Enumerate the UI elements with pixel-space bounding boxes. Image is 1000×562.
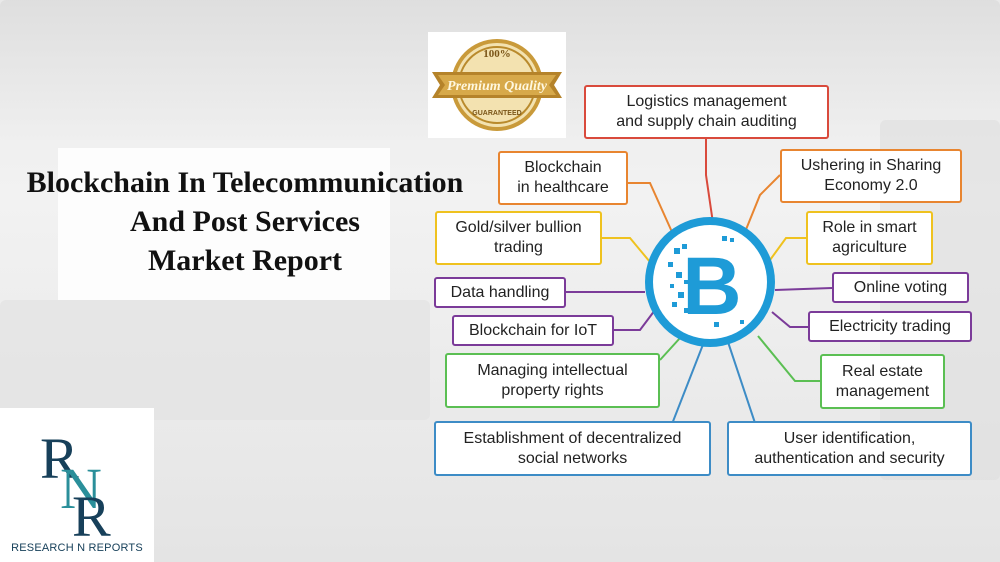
box-data-handling-label: Data handling (450, 283, 550, 301)
box-logistics: Logistics management and supply chain au… (584, 85, 829, 139)
box-electricity-label: Electricity trading (829, 317, 951, 335)
badge-top-text: 100% (483, 48, 511, 60)
connector-healthcare (628, 182, 673, 233)
box-bullion: Gold/silver bullion trading (435, 211, 602, 265)
box-ip-rights-label: Managing intellectual property rights (477, 361, 628, 399)
box-iot-label: Blockchain for IoT (468, 321, 598, 339)
box-logistics-label: Logistics management and supply chain au… (616, 93, 797, 130)
title-line-2: And Post Services (130, 205, 360, 238)
box-healthcare-label: Blockchain in healthcare (517, 159, 609, 196)
box-online-voting-label: Online voting (853, 278, 948, 296)
connector-logistics (705, 138, 715, 231)
badge-middle-text: Premium Quality (447, 79, 548, 94)
connector-social-networks (671, 341, 705, 425)
box-healthcare: Blockchain in healthcare (498, 151, 628, 205)
connector-real-estate (757, 335, 820, 382)
box-bullion-label: Gold/silver bullion trading (455, 219, 582, 256)
connector-electricity (771, 311, 808, 328)
connector-bullion (602, 237, 651, 263)
connector-agriculture (769, 237, 806, 261)
logo-caption: RESEARCH N REPORTS (11, 542, 143, 554)
badge-bottom-text: GUARANTEED (472, 110, 521, 117)
box-data-handling: Data handling (434, 277, 566, 308)
connector-online-voting (774, 287, 833, 291)
box-sharing-economy-label: Ushering in Sharing Economy 2.0 (800, 157, 942, 194)
connector-ip-rights (659, 337, 681, 361)
background-blur-left (0, 300, 430, 420)
title-line-1: Blockchain In Telecommunication (26, 166, 464, 199)
svg-text:N: N (60, 456, 102, 521)
box-social-networks: Establishment of decentralized social ne… (434, 421, 711, 476)
box-social-networks-label: Establishment of decentralized social ne… (463, 429, 682, 467)
box-user-identification: User identification, authentication and … (727, 421, 972, 476)
box-iot: Blockchain for IoT (452, 315, 614, 346)
report-title: Blockchain In Telecommunication And Post… (0, 163, 490, 280)
box-ip-rights: Managing intellectual property rights (445, 353, 660, 408)
hub: B (645, 217, 775, 347)
box-user-identification-label: User identification, authentication and … (754, 429, 945, 467)
research-n-reports-logo: R N R RESEARCH N REPORTS (0, 408, 154, 562)
premium-quality-badge: 100% Premium Quality GUARANTEED (428, 32, 566, 138)
badge-seal-icon: 100% Premium Quality GUARANTEED (432, 39, 562, 131)
bitcoin-icon (668, 236, 744, 327)
box-electricity: Electricity trading (808, 311, 972, 342)
title-panel (58, 148, 390, 300)
title-line-3: Market Report (147, 244, 343, 277)
connector-user-identification (727, 341, 756, 424)
box-sharing-economy: Ushering in Sharing Economy 2.0 (780, 149, 962, 203)
connector-sharing-economy (744, 174, 781, 233)
box-agriculture: Role in smart agriculture (806, 211, 933, 265)
box-agriculture-label: Role in smart agriculture (822, 219, 917, 256)
box-online-voting: Online voting (832, 272, 969, 303)
box-real-estate-label: Real estate management (835, 362, 930, 400)
hub-glyph: B (682, 241, 741, 332)
box-real-estate: Real estate management (820, 354, 945, 409)
connector-iot (614, 309, 656, 331)
svg-text:R: R (40, 426, 79, 491)
